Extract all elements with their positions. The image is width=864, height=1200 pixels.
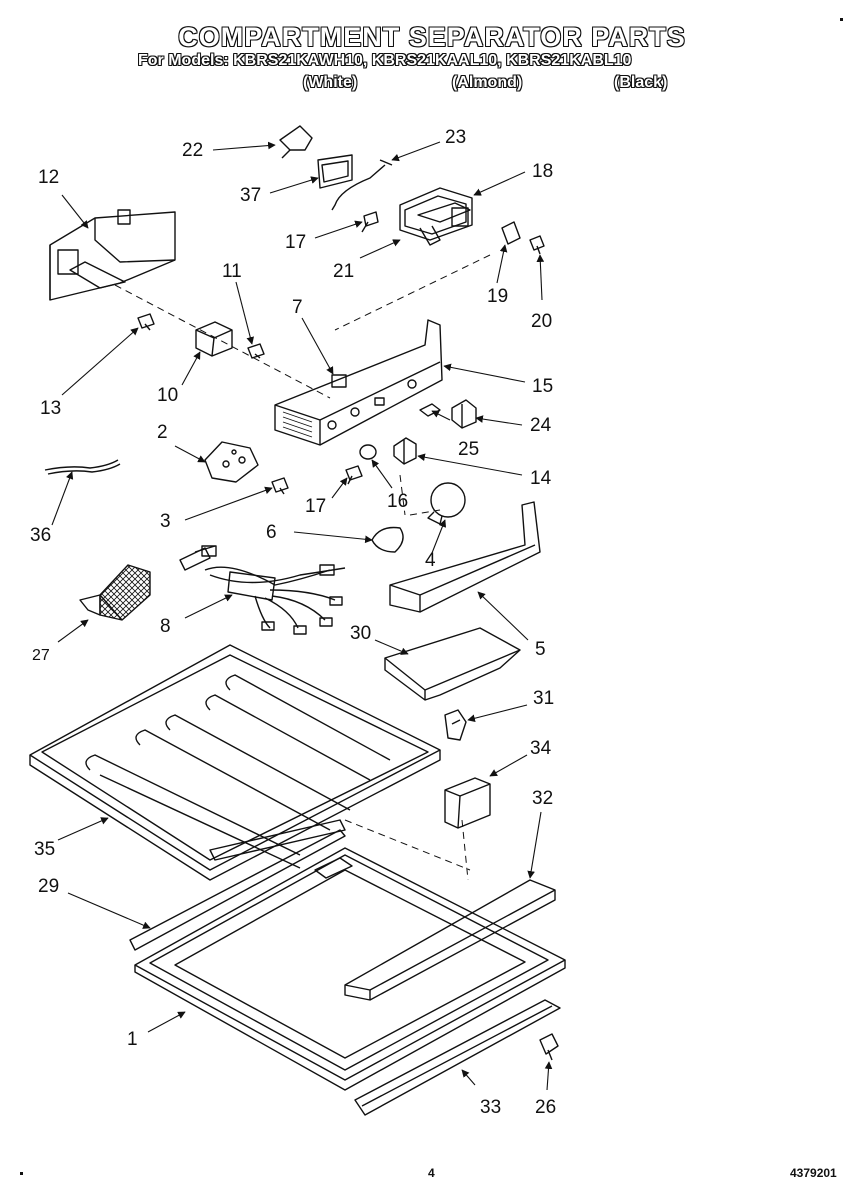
part-34-cover	[444, 777, 491, 829]
callout-10: 10	[157, 385, 179, 406]
callout-13: 13	[40, 398, 62, 419]
callout-31: 31	[533, 688, 555, 709]
part-14-knob	[393, 437, 417, 465]
part-11-screw	[247, 343, 265, 359]
callout-37: 37	[240, 185, 262, 206]
part-7-clip	[331, 374, 347, 388]
part-16-bushing	[359, 444, 377, 460]
part-33-rail	[354, 999, 561, 1116]
color-almond: (Almond)	[452, 74, 523, 91]
part-8-harness	[179, 545, 346, 635]
corner-mark	[20, 1172, 23, 1175]
part-26-screw	[539, 1033, 559, 1061]
callout-26: 26	[535, 1097, 557, 1118]
part-35-tray	[29, 644, 441, 881]
callout-33: 33	[480, 1097, 502, 1118]
part-18-control	[399, 187, 473, 246]
part-37-lens	[317, 154, 353, 189]
part-19-bushing	[501, 221, 521, 245]
part-17-screw-b	[345, 465, 363, 485]
part-3-screw	[271, 477, 289, 495]
callout-22: 22	[182, 140, 204, 161]
part-17-screw	[361, 211, 379, 233]
callout-19: 19	[487, 286, 509, 307]
page-number: 4	[428, 1166, 435, 1180]
part-30-insulation	[384, 627, 521, 701]
callout-17-mid: 17	[305, 496, 327, 517]
part-15-panel	[274, 319, 443, 446]
color-black: (Black)	[614, 74, 668, 91]
callout-12: 12	[38, 167, 60, 188]
callout-25: 25	[458, 439, 480, 460]
callout-20: 20	[531, 311, 553, 332]
part-27-filter	[79, 564, 151, 621]
color-white: (White)	[303, 74, 358, 91]
part-29-strip	[129, 829, 346, 951]
part-13-screw	[137, 313, 155, 331]
corner-mark	[840, 18, 843, 21]
models-line: For Models: KBRS21KAWH10, KBRS21KAAL10, …	[138, 52, 632, 69]
callout-15: 15	[532, 376, 554, 397]
part-31-clip	[444, 709, 467, 741]
callout-18: 18	[532, 161, 554, 182]
callout-35: 35	[34, 839, 56, 860]
part-20-screw	[529, 235, 545, 255]
callout-8: 8	[160, 616, 171, 637]
callout-36: 36	[30, 525, 52, 546]
callout-7: 7	[292, 297, 303, 318]
callout-4: 4	[425, 550, 436, 571]
part-25-shim	[419, 403, 441, 417]
callout-29: 29	[38, 876, 60, 897]
callout-6: 6	[266, 522, 277, 543]
page-title: COMPARTMENT SEPARATOR PARTS	[178, 22, 686, 52]
part-24-knob	[451, 399, 477, 429]
callout-27: 27	[32, 647, 50, 664]
part-12-housing	[49, 209, 176, 301]
callout-24: 24	[530, 415, 552, 436]
document-number: 4379201	[790, 1166, 837, 1180]
part-1-frame	[134, 847, 566, 1091]
part-22-bulb	[279, 125, 313, 159]
callout-17-top: 17	[285, 232, 307, 253]
callout-32: 32	[532, 788, 554, 809]
callout-30: 30	[350, 623, 372, 644]
part-4-bulb	[427, 482, 466, 525]
callout-34: 34	[530, 738, 552, 759]
part-10-switch	[195, 321, 233, 357]
callout-11: 11	[222, 261, 242, 282]
part-5-trim	[389, 501, 541, 613]
part-32-trim	[344, 879, 556, 1001]
part-36-gasket	[44, 459, 119, 471]
callout-3: 3	[160, 511, 171, 532]
part-6-cap	[371, 526, 404, 553]
part-23-wire	[331, 164, 386, 211]
callout-2: 2	[157, 422, 168, 443]
callout-1: 1	[127, 1029, 138, 1050]
part-2-bracket	[204, 441, 259, 483]
callout-23: 23	[445, 127, 467, 148]
callout-16: 16	[387, 491, 409, 512]
callout-5: 5	[535, 639, 546, 660]
callout-14: 14	[530, 468, 552, 489]
callout-21: 21	[333, 261, 355, 282]
